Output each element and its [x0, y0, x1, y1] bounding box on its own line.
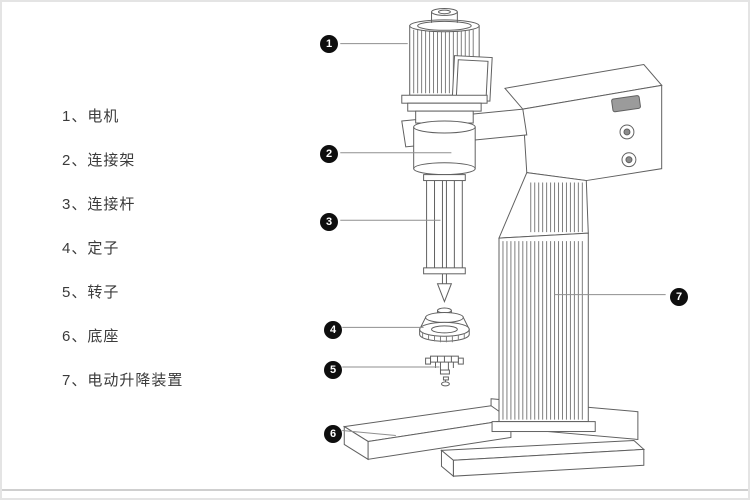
callout-6-badge: 6: [324, 425, 342, 443]
callout-4-badge: 4: [324, 321, 342, 339]
legend-item-rod: 3、连接杆: [62, 196, 136, 213]
callout-7-badge: 7: [670, 288, 688, 306]
rotor-drawing: [425, 355, 464, 387]
legend-item-base: 6、底座: [62, 328, 120, 345]
parts-legend: 1、电机 2、连接架 3、连接杆 4、定子 5、转子 6、底座 7、电动升降装置: [62, 108, 183, 390]
stator-drawing: [419, 307, 470, 343]
connection-rod-drawing: [423, 174, 466, 303]
legend-item-stator: 4、定子: [62, 240, 120, 257]
bottom-divider: [2, 489, 748, 491]
junction-box: [451, 55, 493, 102]
callout-3-badge: 3: [320, 213, 338, 231]
callout-1-badge: 1: [320, 35, 338, 53]
control-panel-label: [611, 95, 641, 113]
control-knobs: [619, 124, 637, 168]
legend-item-frame: 2、连接架: [62, 152, 136, 169]
callout-5-badge: 5: [324, 361, 342, 379]
legend-item-motor: 1、电机: [62, 108, 120, 125]
legend-item-rotor: 5、转子: [62, 284, 120, 301]
legend-item-lift-device: 7、电动升降装置: [62, 372, 184, 389]
motor-drawing: [401, 7, 493, 112]
base-front-drawing: [440, 439, 646, 478]
leader-lines: [340, 43, 666, 436]
callout-2-badge: 2: [320, 145, 338, 163]
connection-frame-drawing: [413, 110, 476, 176]
